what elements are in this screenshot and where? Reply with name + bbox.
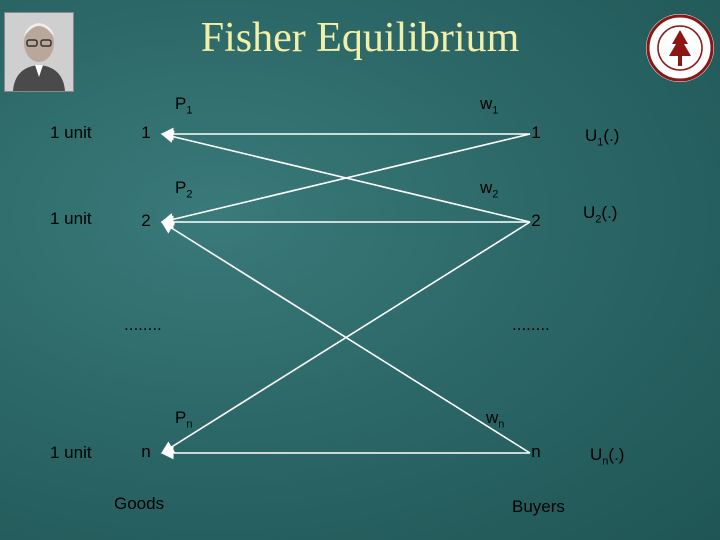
good-1-unit-label: 1 unit (50, 123, 92, 142)
price-label-n: Pn (175, 408, 193, 431)
buyer-node-1: 1 (531, 123, 541, 142)
university-seal-icon (644, 12, 716, 84)
buyer-node-n: n (531, 442, 541, 461)
portrait-photo (4, 12, 74, 92)
utility-label-n: Un(.) (590, 445, 625, 468)
good-node-1: 1 (141, 123, 151, 142)
budget-label-2: w2 (480, 178, 499, 201)
utility-label-1: U1(.) (585, 126, 620, 149)
buyer-node-2: 2 (531, 211, 541, 230)
good-node-2: 2 (141, 211, 151, 230)
good-2-unit-label: 1 unit (50, 209, 92, 228)
budget-label-1: w1 (480, 94, 499, 117)
budget-label-n: wn (486, 408, 505, 431)
edge-buyer2-good1 (160, 130, 531, 223)
good-n-unit-label: 1 unit (50, 443, 92, 462)
goods-ellipsis: ........ (124, 315, 162, 334)
goods-caption: Goods (114, 494, 165, 513)
price-label-1: P1 (175, 94, 193, 117)
edge-buyern-good2 (160, 221, 531, 454)
utility-label-2: U2(.) (583, 203, 618, 226)
good-node-n: n (141, 442, 151, 461)
buyers-ellipsis: ........ (512, 315, 550, 334)
slide-title: Fisher Equilibrium (200, 15, 520, 61)
buyers-caption: Buyers (512, 497, 565, 516)
price-label-2: P2 (175, 178, 193, 201)
